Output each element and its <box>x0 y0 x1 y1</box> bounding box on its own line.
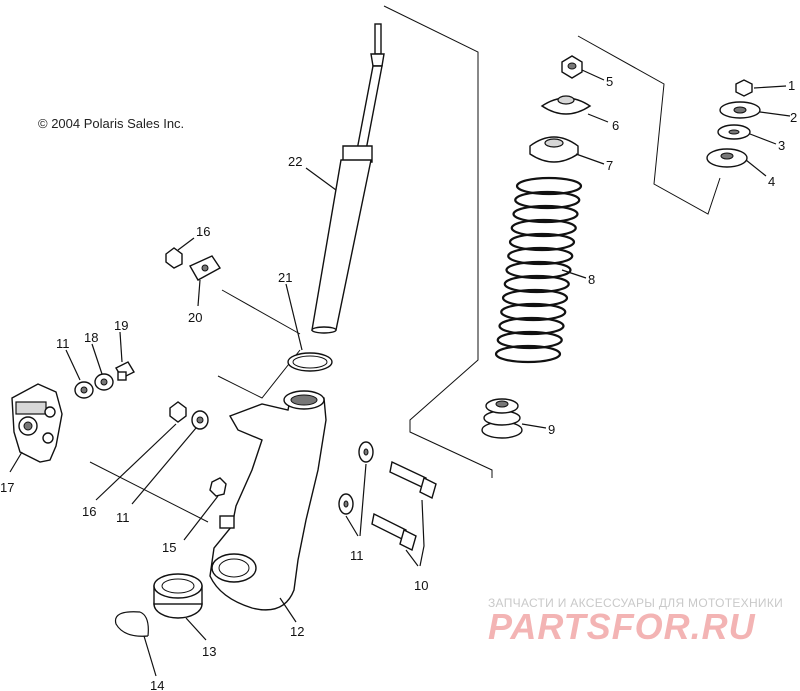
snap-ring <box>114 611 149 637</box>
nut-16-mid <box>169 401 187 423</box>
spring-coil <box>514 190 581 210</box>
watermark-logo: PARTSFOR.RU <box>488 606 756 647</box>
callout-5: 5 <box>606 74 613 89</box>
callout-16-top: 16 <box>196 224 210 239</box>
callout-9: 9 <box>548 422 555 437</box>
washer-11-bolt-lower <box>338 493 354 515</box>
washer-4 <box>706 148 748 168</box>
spring-coil <box>515 176 583 196</box>
spring-coil <box>512 204 579 224</box>
callout-13: 13 <box>202 644 216 659</box>
callout-17: 17 <box>0 480 14 495</box>
bolt-19 <box>115 361 135 381</box>
washer-18 <box>94 373 114 391</box>
steering-knuckle <box>209 390 327 611</box>
bolt-lower <box>371 512 417 552</box>
callout-10: 10 <box>414 578 428 593</box>
washer-11-bolt-upper <box>358 441 374 463</box>
seal-ring <box>287 352 333 372</box>
spring-coil <box>510 218 577 238</box>
leader-lines <box>9 69 791 677</box>
callout-14: 14 <box>150 678 164 691</box>
callout-18: 18 <box>84 330 98 345</box>
spring-coil <box>505 260 572 280</box>
spring-coil <box>501 288 569 308</box>
bolt-15 <box>209 477 227 497</box>
shock-absorber <box>311 23 385 334</box>
callout-22: 22 <box>288 154 302 169</box>
callout-16-mid: 16 <box>82 504 96 519</box>
spring-coil <box>496 330 563 350</box>
callout-15: 15 <box>162 540 176 555</box>
coil-spring <box>494 176 583 364</box>
callout-21: 21 <box>278 270 292 285</box>
spring-coil <box>508 232 576 252</box>
callout-12: 12 <box>290 624 304 639</box>
upper-nut <box>735 79 753 97</box>
copyright-text: © 2004 Polaris Sales Inc. <box>38 116 185 131</box>
callout-7: 7 <box>606 158 613 173</box>
callout-1: 1 <box>788 78 795 93</box>
callout-11-mid: 11 <box>116 510 130 525</box>
watermark-tagline: ЗАПЧАСТИ И АКСЕССУАРЫ ДЛЯ МОТОТЕХНИКИ <box>488 596 784 610</box>
spring-coil <box>494 344 562 364</box>
callout-8: 8 <box>588 272 595 287</box>
spring-coil <box>498 316 565 336</box>
washer-3 <box>717 124 751 140</box>
callout-labels: 1 2 3 4 5 6 7 8 9 10 11 11 11 12 13 14 1… <box>0 74 797 691</box>
callout-19: 19 <box>114 318 128 333</box>
bump-stop <box>481 398 523 439</box>
callout-6: 6 <box>612 118 619 133</box>
washer-11-left <box>74 381 94 399</box>
spring-coil <box>500 302 567 322</box>
spring-coil <box>503 274 570 294</box>
callout-4: 4 <box>768 174 775 189</box>
spring-coil <box>507 246 574 266</box>
bolt-upper <box>389 460 437 500</box>
nut-16-top <box>165 247 183 269</box>
callout-11-left: 11 <box>56 336 70 351</box>
washer-2 <box>719 101 761 119</box>
spring-seat-upper <box>540 95 592 115</box>
wheel-bearing <box>153 573 203 619</box>
assembly-bracket-lines <box>89 5 721 523</box>
callout-2: 2 <box>790 110 797 125</box>
callout-11-bolts: 11 <box>350 548 364 563</box>
callout-3: 3 <box>778 138 785 153</box>
spring-seat-lower <box>529 136 579 163</box>
washer-11-mid <box>191 410 209 430</box>
callout-20: 20 <box>188 310 202 325</box>
top-nut <box>561 55 583 79</box>
clip-20 <box>189 255 222 281</box>
brake-caliper <box>11 383 63 463</box>
